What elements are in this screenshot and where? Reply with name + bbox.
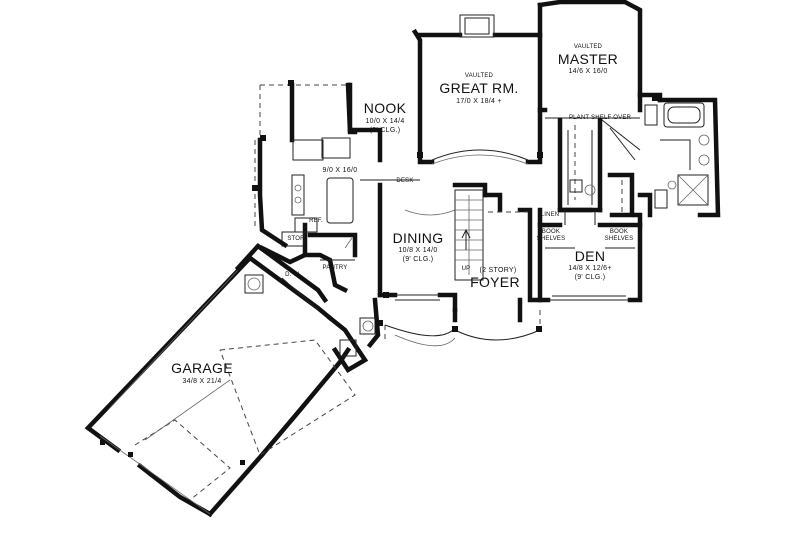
book-shelves-right-label: BOOK SHELVES bbox=[604, 229, 634, 242]
den-ceiling: (9' CLG.) bbox=[574, 274, 606, 281]
dining-ceiling: (9' CLG.) bbox=[402, 256, 434, 263]
dining-room-label: DINING bbox=[392, 230, 444, 246]
foyer-room-label: FOYER bbox=[470, 274, 520, 290]
desk-label: DESK bbox=[396, 178, 414, 184]
kitchen-dims: 9/0 X 16/0 bbox=[322, 167, 358, 174]
den-room-label: DEN bbox=[574, 248, 606, 264]
columns bbox=[252, 80, 658, 332]
pantry-label: PANTRY bbox=[322, 265, 348, 271]
porch bbox=[384, 310, 541, 347]
utility-closet bbox=[326, 297, 381, 374]
den-walls bbox=[537, 207, 643, 303]
utility-walls bbox=[234, 222, 329, 311]
stair-walls bbox=[452, 182, 543, 323]
post bbox=[100, 440, 105, 445]
book-shelves-left-label: BOOK SHELVES bbox=[536, 229, 566, 242]
garage-room-dims: 34/8 X 21/4 bbox=[182, 378, 222, 385]
kitchen-walls bbox=[254, 82, 358, 294]
plant-shelf-note: PLANT SHELF OVER bbox=[568, 115, 632, 121]
master-room-dims: 14/6 X 16/0 bbox=[568, 68, 608, 75]
great-room-walls bbox=[417, 2, 543, 165]
linen-label: LINEN bbox=[540, 212, 560, 218]
nook-ceiling: (9' CLG.) bbox=[369, 127, 401, 134]
great-room-vaulted-note: VAULTED bbox=[464, 73, 494, 79]
nook-room-dims: 10/0 X 14/4 bbox=[365, 118, 405, 125]
garage-room-label: GARAGE bbox=[171, 360, 233, 376]
ref-label: REF. bbox=[309, 218, 323, 224]
dw-label: D. W. bbox=[285, 272, 301, 278]
nook-walls bbox=[347, 28, 423, 181]
garage-walls bbox=[84, 254, 352, 518]
great-room-label: GREAT RM. bbox=[439, 80, 519, 96]
master-walls bbox=[537, 0, 721, 218]
foyer-note: (2 STORY) bbox=[479, 267, 517, 274]
garage-doors bbox=[134, 339, 356, 501]
stair-up-label: UP bbox=[461, 266, 471, 272]
post bbox=[240, 460, 245, 465]
den-room-dims: 14/8 X 12/6+ bbox=[568, 265, 612, 272]
stor-label: STOR bbox=[287, 236, 305, 242]
master-vaulted-note: VAULTED bbox=[573, 44, 603, 50]
nook-room-label: NOOK bbox=[363, 100, 407, 116]
great-room-dims: 17/0 X 18/4 + bbox=[456, 98, 502, 105]
dining-room-dims: 10/8 X 14/0 bbox=[398, 247, 438, 254]
post bbox=[128, 452, 133, 457]
master-room-label: MASTER bbox=[557, 51, 619, 67]
